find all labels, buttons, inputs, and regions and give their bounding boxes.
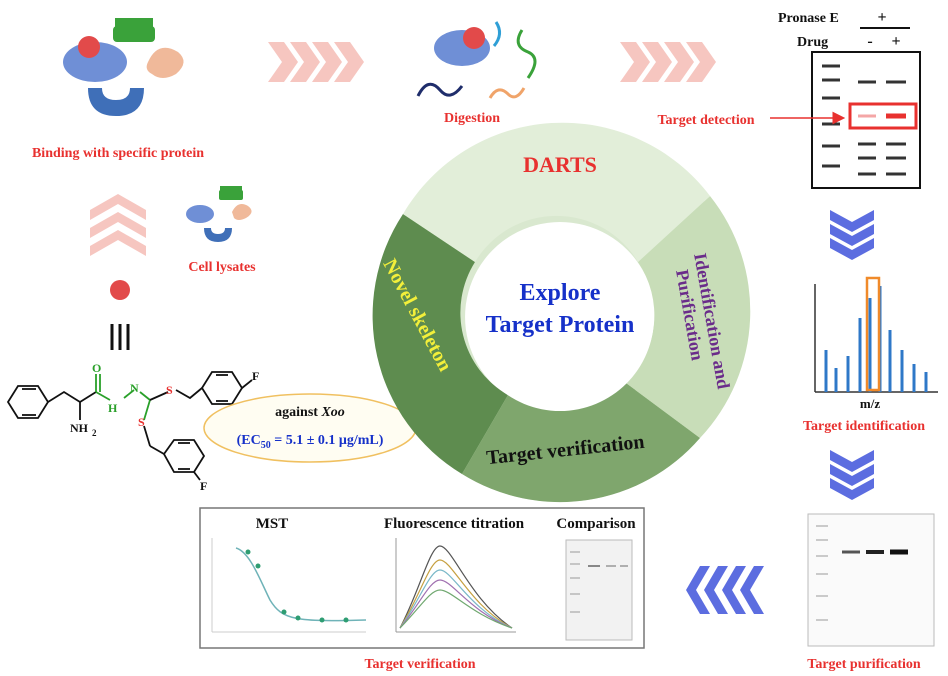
cell-lysates-illustration bbox=[186, 186, 252, 242]
chevron-down-arrow-2 bbox=[830, 450, 874, 500]
chevron-down-arrow-1 bbox=[830, 210, 874, 260]
activity-organism: Xoo bbox=[320, 405, 344, 420]
activity-prefix: against bbox=[275, 405, 321, 420]
activity-line2: (EC50 = 5.1 ± 0.1 μg/mL) bbox=[237, 433, 384, 451]
cell-lysates-caption: Cell lysates bbox=[188, 260, 256, 275]
cycle-center-line2: Target Protein bbox=[486, 312, 635, 338]
chemical-structure-labels: O NH 2 H N S S F F bbox=[70, 361, 259, 493]
atom-sulfur-2: S bbox=[138, 415, 145, 429]
purification-gel bbox=[807, 513, 935, 647]
target-purification-caption: Target purification bbox=[807, 657, 921, 672]
drug-minus: - bbox=[867, 33, 872, 50]
triple-line-symbol bbox=[110, 324, 130, 350]
atom-nh: H bbox=[108, 401, 118, 415]
atom-amine: NH bbox=[70, 421, 89, 435]
atom-oxygen: O bbox=[92, 361, 101, 375]
ec-value: = 5.1 ± 0.1 μg/mL) bbox=[271, 433, 384, 448]
chevron-left-arrow bbox=[686, 566, 764, 614]
gel-panel: Pronase E + Drug - + bbox=[770, 9, 921, 189]
drug-molecule-dot bbox=[110, 280, 130, 300]
fluorescence-plot bbox=[395, 538, 516, 633]
target-verification-caption: Target verification bbox=[364, 657, 475, 672]
activity-line1: against Xoo bbox=[275, 405, 345, 420]
cycle-center-line1: Explore bbox=[520, 280, 601, 306]
digestion-caption: Digestion bbox=[444, 111, 500, 126]
chevron-arrow-2 bbox=[620, 42, 716, 82]
ec-prefix: (EC bbox=[237, 433, 261, 448]
drug-plus: + bbox=[891, 33, 900, 50]
ms-xlabel: m/z bbox=[860, 396, 880, 411]
protein-cluster-binding bbox=[63, 18, 184, 116]
fluorescence-title: Fluorescence titration bbox=[384, 516, 525, 532]
mst-title: MST bbox=[256, 516, 289, 532]
chemical-structure bbox=[6, 371, 253, 481]
cycle-darts-label: DARTS bbox=[523, 152, 597, 177]
digestion-illustration bbox=[416, 21, 537, 99]
pronase-value: + bbox=[877, 9, 886, 26]
target-identification-caption: Target identification bbox=[803, 419, 925, 434]
comparison-title: Comparison bbox=[556, 516, 636, 532]
chevron-arrow-1 bbox=[268, 42, 364, 82]
central-cycle bbox=[372, 122, 751, 503]
atom-fluorine-2: F bbox=[200, 479, 207, 493]
comparison-gel bbox=[565, 539, 633, 641]
mst-plot bbox=[211, 538, 367, 633]
atom-sulfur-1: S bbox=[166, 383, 173, 397]
target-detection-caption: Target detection bbox=[657, 113, 754, 128]
atom-n: N bbox=[130, 381, 139, 395]
binding-caption: Binding with specific protein bbox=[32, 146, 204, 161]
atom-fluorine-1: F bbox=[252, 369, 259, 383]
mass-spectrum bbox=[814, 276, 938, 393]
chevron-up-arrow bbox=[90, 194, 146, 256]
ec-subscript: 50 bbox=[261, 440, 271, 451]
atom-amine-subscript: 2 bbox=[92, 428, 97, 438]
pronase-label: Pronase E bbox=[778, 11, 839, 26]
drug-label: Drug bbox=[797, 35, 828, 50]
